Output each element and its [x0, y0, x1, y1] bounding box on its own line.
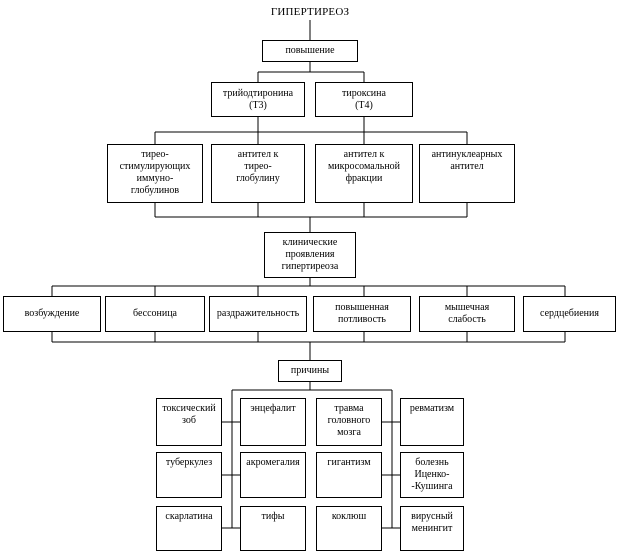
antibody-box-tsi: тирео- стимулирующих иммуно- глобулинов [107, 144, 203, 203]
symptom-box-irritability: раздражительность [209, 296, 307, 332]
cause-box-cushing: болезнь Иценко- -Кушинга [400, 452, 464, 498]
cause-box-gigantism: гигантизм [316, 452, 382, 498]
t4-box: тироксина (Т4) [315, 82, 413, 117]
increase-box: повышение [262, 40, 358, 62]
cause-box-tuberculosis: туберкулез [156, 452, 222, 498]
diagram-title: ГИПЕРТИРЕОЗ [270, 6, 350, 18]
symptom-box-sweating: повышенная потливость [313, 296, 411, 332]
cause-box-typhus: тифы [240, 506, 306, 551]
symptom-box-palpitations: сердцебиения [523, 296, 616, 332]
symptom-box-agitation: возбуждение [3, 296, 101, 332]
t3-box: трийодтиронина (Т3) [211, 82, 305, 117]
cause-box-scarlet-fever: скарлатина [156, 506, 222, 551]
cause-box-brain-trauma: травма головного мозга [316, 398, 382, 446]
clinical-box: клинические проявления гипертиреоза [264, 232, 356, 278]
causes-label-box: причины [278, 360, 342, 382]
cause-box-encephalitis: энцефалит [240, 398, 306, 446]
symptom-box-weakness: мышечная слабость [419, 296, 515, 332]
cause-box-viral-meningitis: вирусный менингит [400, 506, 464, 551]
antibody-box-thyroglobulin: антител к тирео- глобулину [211, 144, 305, 203]
cause-box-toxic-goiter: токсический зоб [156, 398, 222, 446]
cause-box-whooping-cough: коклюш [316, 506, 382, 551]
antibody-box-antinuclear: антинуклеарных антител [419, 144, 515, 203]
antibody-box-microsomal: антител к микросомальной фракции [315, 144, 413, 203]
cause-box-rheumatism: ревматизм [400, 398, 464, 446]
cause-box-acromegaly: акромегалия [240, 452, 306, 498]
symptom-box-insomnia: бессоница [105, 296, 205, 332]
